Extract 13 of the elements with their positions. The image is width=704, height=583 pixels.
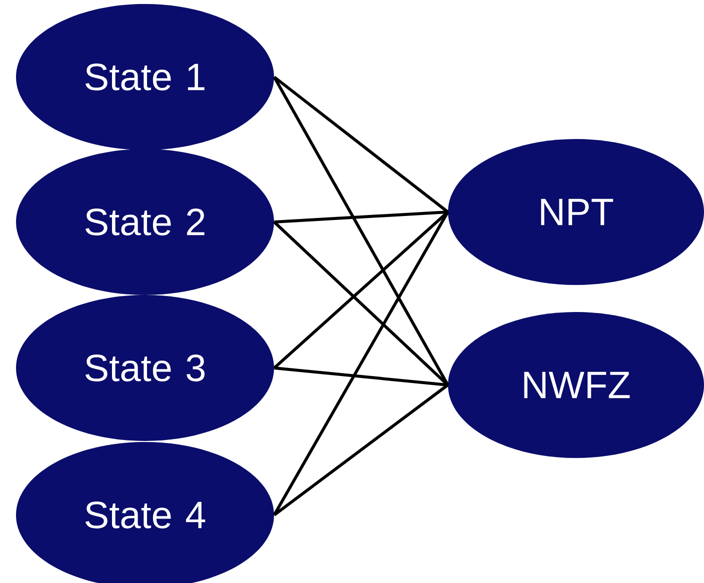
ellipse-node: State 3 bbox=[16, 295, 274, 441]
connector-line bbox=[273, 76, 449, 214]
ellipse-node: State 2 bbox=[16, 149, 274, 295]
connector-line bbox=[272, 76, 450, 386]
ellipse-node: NWFZ bbox=[448, 312, 704, 458]
connector-line bbox=[273, 210, 449, 370]
connector-line bbox=[274, 210, 448, 224]
connector-line bbox=[274, 366, 448, 386]
connector-line bbox=[272, 211, 450, 516]
connector-line bbox=[273, 384, 449, 516]
ellipse-node: NPT bbox=[448, 139, 704, 285]
ellipse-node: State 1 bbox=[16, 4, 274, 150]
connector-line bbox=[273, 220, 449, 386]
